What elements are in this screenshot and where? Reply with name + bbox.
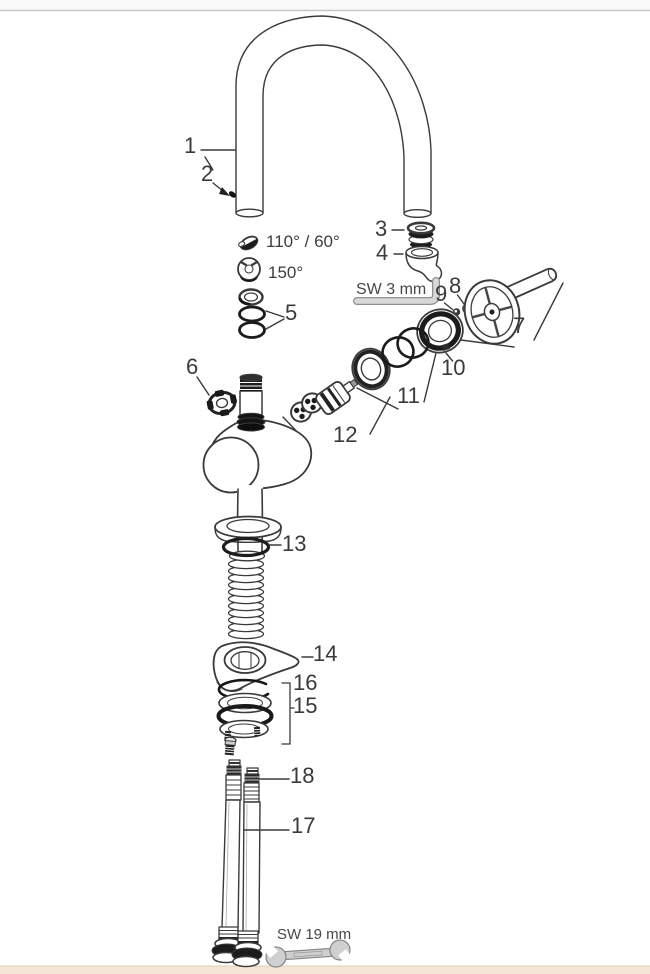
footer-band	[0, 966, 650, 974]
o-ring-part-5a	[238, 305, 266, 323]
callout-leaders-1-2	[200, 149, 237, 198]
callout-4: 4	[376, 240, 389, 265]
leader-9	[443, 302, 454, 311]
threaded-ring-part-11	[351, 347, 391, 391]
callout-11: 11	[397, 383, 420, 408]
callout-2: 2	[201, 161, 214, 186]
cartridge-part-12	[290, 378, 359, 423]
callout-10: 10	[441, 355, 466, 380]
callout-16: 16	[293, 670, 318, 695]
spray-mode-icon	[238, 235, 259, 251]
leader-6	[196, 376, 210, 396]
supply-hose-part-18	[231, 767, 263, 968]
bracket-15-16	[281, 682, 295, 745]
threaded-shank	[227, 550, 266, 640]
spout-part	[235, 15, 432, 218]
wrench-size-label: SW 19 mm	[277, 926, 352, 943]
fastening-set-15-16	[216, 678, 274, 742]
callout-8: 8	[449, 273, 462, 298]
callout-13: 13	[282, 531, 307, 556]
leader-8	[456, 294, 465, 305]
page-top-rule	[0, 0, 650, 12]
leader-5	[265, 310, 285, 330]
callout-17: 17	[291, 813, 316, 838]
wrench-icon	[261, 939, 355, 968]
aerator-part-3	[406, 221, 436, 249]
hex-key-icon	[353, 277, 440, 305]
o-ring-part-5b	[238, 321, 266, 339]
spray-angle-label: 110° / 60°	[266, 232, 340, 251]
swivel-angle-label: 150°	[268, 263, 304, 282]
escutcheon-part-13	[214, 515, 282, 558]
leader-7	[460, 282, 564, 348]
callout-3: 3	[375, 216, 388, 241]
clip-part-6	[206, 389, 237, 417]
callout-5: 5	[285, 300, 298, 325]
callout-7: 7	[513, 313, 526, 338]
leader-10	[445, 352, 454, 362]
callout-12: 12	[333, 422, 358, 447]
mounting-plate-part-14	[212, 641, 300, 692]
hex-key-size-label: SW 3 mm	[356, 281, 427, 298]
o-ring-part-11a	[381, 336, 415, 368]
mounting-screw	[224, 736, 237, 756]
callout-15: 15	[293, 693, 318, 718]
handle-disc-part-7	[463, 279, 521, 345]
cartridge-stem	[236, 373, 266, 432]
swivel-icon	[237, 257, 261, 283]
spout-outlet-part-4	[405, 245, 443, 283]
callout-6: 6	[186, 354, 199, 379]
callout-1: 1	[184, 133, 197, 158]
leader-11	[356, 352, 437, 410]
o-ring-part-11b	[396, 327, 430, 359]
washer-icon	[238, 288, 264, 306]
callout-18: 18	[290, 763, 315, 788]
callout-9: 9	[435, 281, 448, 306]
callout-14: 14	[313, 641, 338, 666]
